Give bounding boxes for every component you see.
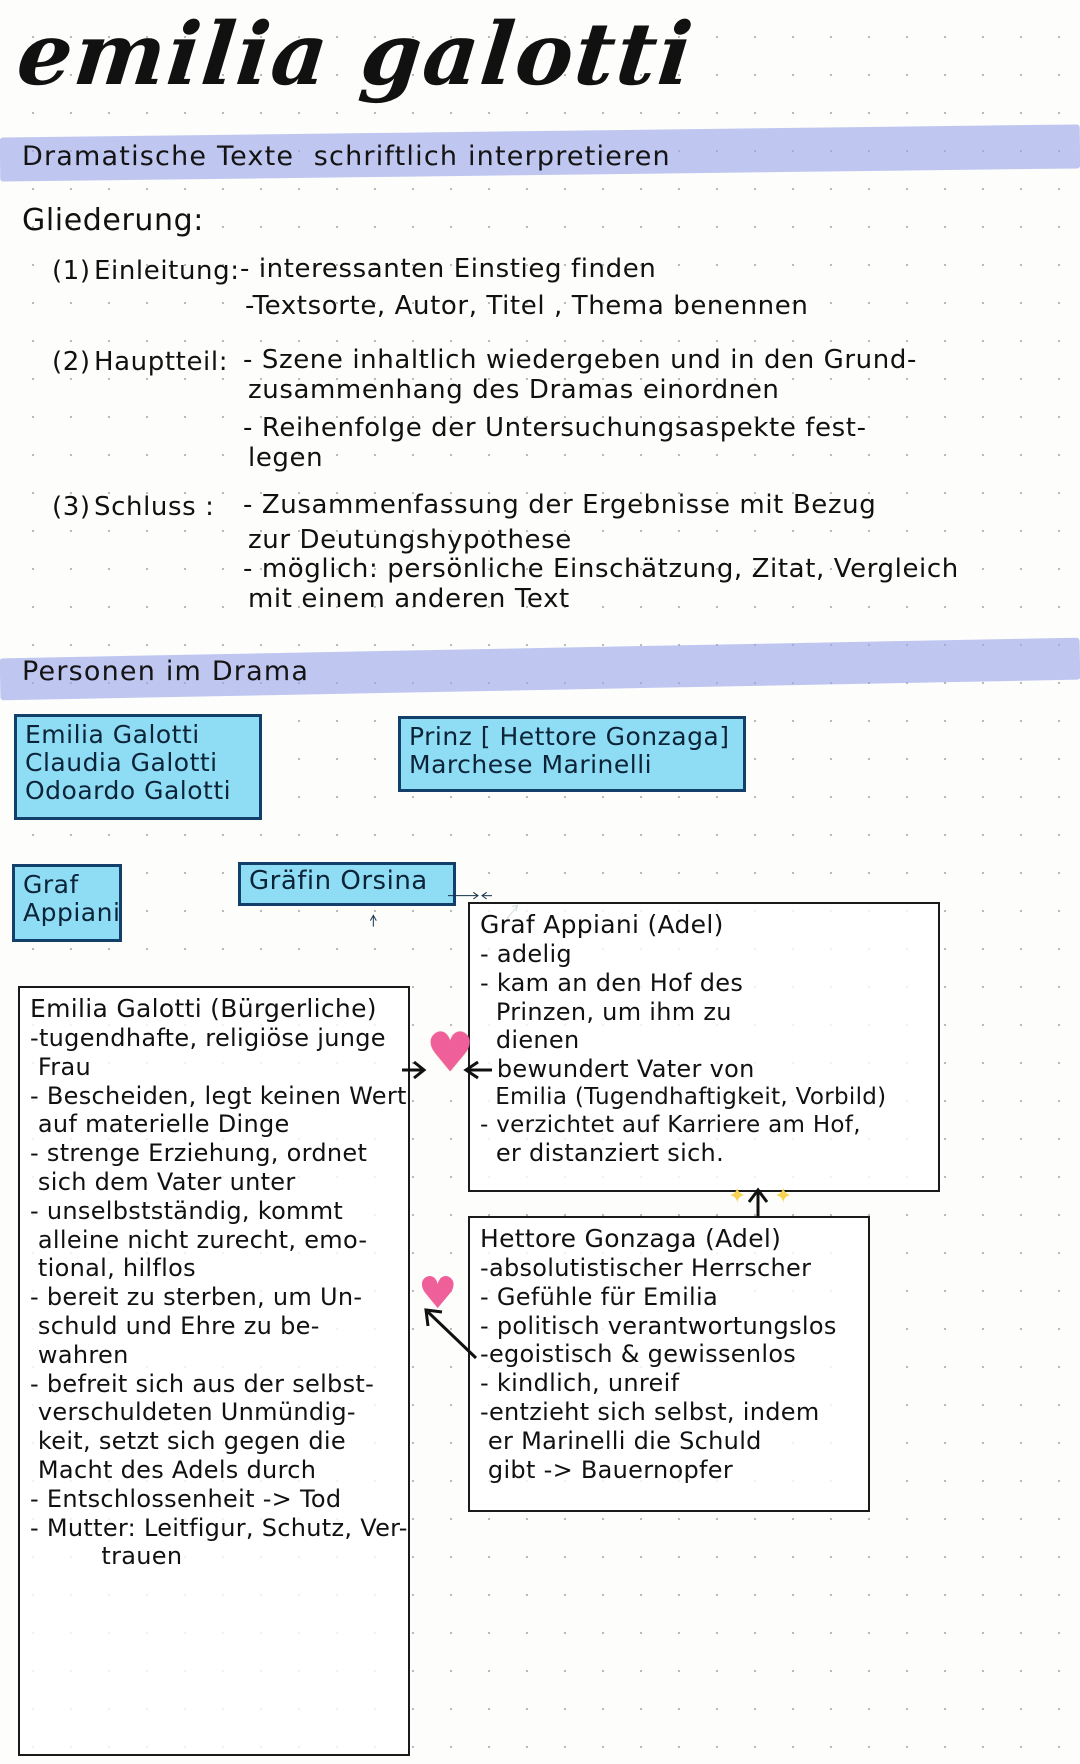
box-prinz-marinelli[interactable]: Prinz [ Hettore Gonzaga] Marchese Marine… bbox=[398, 716, 746, 792]
profile-gonzaga-line-2: - politisch verantwortungslos bbox=[480, 1311, 837, 1340]
profile-emilia-line-17: - Mutter: Leitfigur, Schutz, Ver- bbox=[30, 1513, 408, 1542]
profile-emilia-line-13: verschuldeten Unmündig- bbox=[30, 1398, 356, 1427]
gliederung-item-3-num: (3) bbox=[52, 492, 91, 522]
profile-emilia-line-6: - unselbstständig, kommt bbox=[30, 1196, 344, 1225]
box-familie-galotti[interactable]: Emilia Galotti Claudia Galotti Odoardo G… bbox=[14, 714, 262, 820]
profile-appiani-line-5: Emilia (Tugendhaftigkeit, Vorbild) bbox=[480, 1083, 887, 1110]
profile-gonzaga-line-5: -entzieht sich selbst, indem bbox=[480, 1397, 820, 1426]
box-galotti-line-1: Claudia Galotti bbox=[25, 748, 218, 777]
profile-gonzaga-line-4: - kindlich, unreif bbox=[480, 1369, 680, 1398]
profile-gonzaga-line-6: er Marinelli die Schuld bbox=[480, 1426, 762, 1455]
box-appiani-line-0: Graf bbox=[23, 870, 79, 899]
banner-dramatische-texte: Dramatische Texte schriftlich interpreti… bbox=[22, 141, 671, 172]
profile-appiani-heading: Graf Appiani (Adel) bbox=[480, 910, 724, 939]
box-prinz-line-0: Prinz [ Hettore Gonzaga] bbox=[409, 722, 730, 751]
gliederung-item-2-num: (2) bbox=[52, 347, 91, 377]
box-graf-appiani[interactable]: Graf Appiani bbox=[12, 864, 122, 942]
profile-emilia-line-0: -tugendhafte, religiöse junge bbox=[30, 1024, 386, 1052]
spark-icon-left: ✦ bbox=[728, 1184, 747, 1209]
profile-appiani-line-2: Prinzen, um ihm zu bbox=[480, 997, 732, 1026]
profile-gonzaga-line-1: - Gefühle für Emilia bbox=[480, 1282, 718, 1311]
box-appiani-line-1: Appiani bbox=[23, 898, 121, 927]
gliederung-item-2-bullet-0: - Szene inhaltlich wiedergeben und in de… bbox=[243, 345, 917, 375]
profile-appiani-line-0: - adelig bbox=[480, 940, 572, 968]
gliederung-item-1-num: (1) bbox=[52, 256, 91, 286]
profile-box-gonzaga[interactable]: Hettore Gonzaga (Adel) -absolutistischer… bbox=[468, 1216, 870, 1512]
profile-appiani-line-1: - kam an den Hof des bbox=[480, 968, 744, 997]
profile-emilia-line-16: - Entschlossenheit -> Tod bbox=[30, 1484, 342, 1513]
profile-box-emilia[interactable]: Emilia Galotti (Bürgerliche) -tugendhaft… bbox=[18, 986, 410, 1756]
box-orsina-line-0: Gräfin Orsina bbox=[249, 866, 428, 896]
gliederung-item-3-name: Schluss : bbox=[94, 492, 215, 522]
profile-emilia-line-1: Frau bbox=[30, 1052, 91, 1081]
heart-icon-emilia-appiani: ♥ bbox=[426, 1021, 475, 1084]
profile-appiani-line-4: - bewundert Vater von bbox=[480, 1055, 755, 1084]
profile-gonzaga-line-7: gibt -> Bauernopfer bbox=[480, 1455, 734, 1484]
profile-emilia-line-9: - bereit zu sterben, um Un- bbox=[30, 1283, 363, 1312]
profile-emilia-line-7: alleine nicht zurecht, emo- bbox=[30, 1225, 368, 1254]
profile-gonzaga-line-3: -egoistisch & gewissenlos bbox=[480, 1340, 797, 1369]
gliederung-item-2-name: Hauptteil: bbox=[94, 347, 229, 377]
gliederung-label: Gliederung: bbox=[22, 203, 204, 238]
gliederung-item-3-bullet-1: zur Deutungshypothese bbox=[248, 525, 572, 555]
gliederung-item-2-bullet-1: zusammenhang des Dramas einordnen bbox=[248, 375, 780, 405]
gliederung-item-1-name: Einleitung: bbox=[94, 256, 240, 286]
gliederung-item-1-bullet-0: - interessanten Einstieg finden bbox=[240, 254, 657, 284]
profile-appiani-line-6: - verzichtet auf Karriere am Hof, bbox=[480, 1111, 861, 1138]
spark-icon-right: ✦ bbox=[774, 1184, 793, 1209]
box-prinz-line-1: Marchese Marinelli bbox=[409, 750, 653, 779]
heart-icon-emilia-gonzaga: ♥ bbox=[418, 1268, 458, 1319]
profile-emilia-line-18: trauen bbox=[30, 1542, 183, 1571]
profile-emilia-heading: Emilia Galotti (Bürgerliche) bbox=[30, 994, 377, 1023]
profile-emilia-line-11: wahren bbox=[30, 1340, 129, 1369]
profile-emilia-line-15: Macht des Adels durch bbox=[30, 1455, 317, 1484]
gliederung-item-2-bullet-2: - Reihenfolge der Untersuchungsaspekte f… bbox=[243, 413, 867, 443]
profile-emilia-line-4: - strenge Erziehung, ordnet bbox=[30, 1139, 368, 1168]
box-galotti-line-0: Emilia Galotti bbox=[25, 720, 200, 749]
gliederung-item-3-bullet-3: mit einem anderen Text bbox=[248, 584, 570, 614]
gliederung-item-3-bullet-0: - Zusammenfassung der Ergebnisse mit Bez… bbox=[243, 490, 877, 520]
profile-emilia-line-2: - Bescheiden, legt keinen Wert bbox=[30, 1081, 407, 1110]
box-galotti-line-2: Odoardo Galotti bbox=[25, 776, 232, 805]
profile-appiani-line-3: dienen bbox=[480, 1026, 580, 1055]
gliederung-item-3-bullet-2: - möglich: persönliche Einschätzung, Zit… bbox=[243, 554, 959, 584]
profile-appiani-line-7: er distanziert sich. bbox=[480, 1139, 724, 1168]
profile-emilia-line-12: - befreit sich aus der selbst- bbox=[30, 1369, 375, 1398]
profile-gonzaga-heading: Hettore Gonzaga (Adel) bbox=[480, 1224, 782, 1253]
box-graefin-orsina[interactable]: Gräfin Orsina bbox=[238, 862, 456, 906]
gliederung-item-1-bullet-1: -Textsorte, Autor, Titel , Thema benenne… bbox=[245, 291, 809, 321]
banner-personen-im-drama: Personen im Drama bbox=[22, 656, 310, 687]
profile-gonzaga-line-0: -absolutistischer Herrscher bbox=[480, 1254, 812, 1282]
profile-box-appiani[interactable]: Graf Appiani (Adel) - adelig - kam an de… bbox=[468, 902, 940, 1192]
profile-emilia-line-14: keit, setzt sich gegen die bbox=[30, 1427, 346, 1456]
profile-emilia-line-8: tional, hilflos bbox=[30, 1254, 196, 1283]
profile-emilia-line-5: sich dem Vater unter bbox=[30, 1167, 296, 1196]
page-title: emilia galotti bbox=[12, 4, 699, 105]
profile-emilia-line-3: auf materielle Dinge bbox=[30, 1110, 290, 1139]
profile-emilia-line-10: schuld und Ehre zu be- bbox=[30, 1311, 320, 1340]
gliederung-item-2-bullet-3: legen bbox=[248, 443, 324, 473]
